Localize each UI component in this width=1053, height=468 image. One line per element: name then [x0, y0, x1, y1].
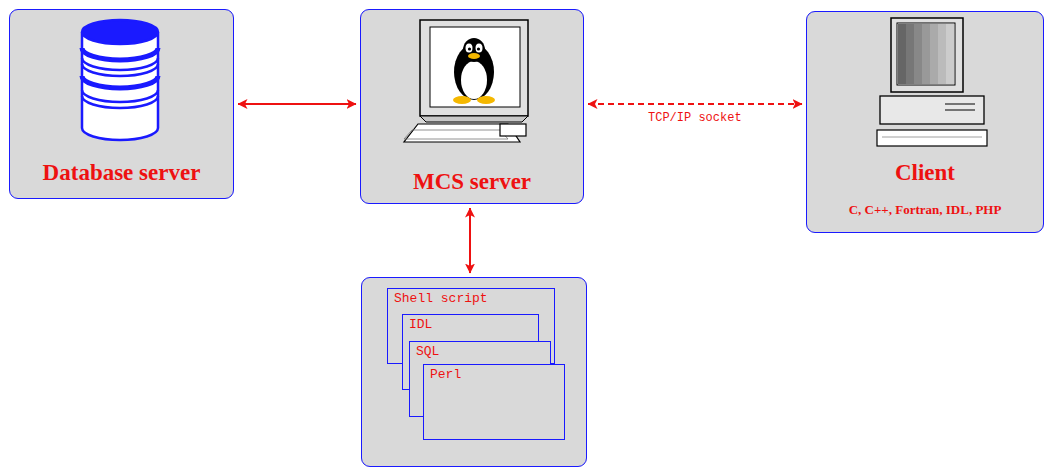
scripts-box: Shell scriptIDL SQL Perl [361, 277, 587, 467]
mcs-server-box: MCS server [360, 9, 584, 204]
socket-connector [588, 103, 802, 105]
database-server-box: Database server [9, 9, 234, 199]
node-title: Client [895, 160, 955, 186]
database-icon [82, 20, 158, 140]
script-card: Perl [423, 364, 565, 440]
script-label: SQL [416, 344, 544, 360]
box-ground [9, 9, 234, 199]
linux-computer-icon [404, 20, 528, 142]
script-label: Perl [430, 367, 558, 383]
client-box: Client C, C++, Fortran, IDL, PHP [806, 11, 1044, 233]
script-label: Shell script [394, 291, 548, 307]
box-ground [806, 11, 1044, 233]
node-title: Database server [43, 160, 201, 186]
connector-arrow [469, 208, 471, 273]
node-title: MCS server [413, 169, 531, 195]
box-ground [361, 277, 587, 467]
edge-label: TCP/IP socket [646, 111, 744, 125]
connector-arrow [238, 103, 356, 105]
box-ground [360, 9, 584, 204]
node-subtitle: C, C++, Fortran, IDL, PHP [849, 202, 1002, 218]
script-label: IDL [409, 317, 532, 333]
client-computer-icon [877, 18, 987, 146]
